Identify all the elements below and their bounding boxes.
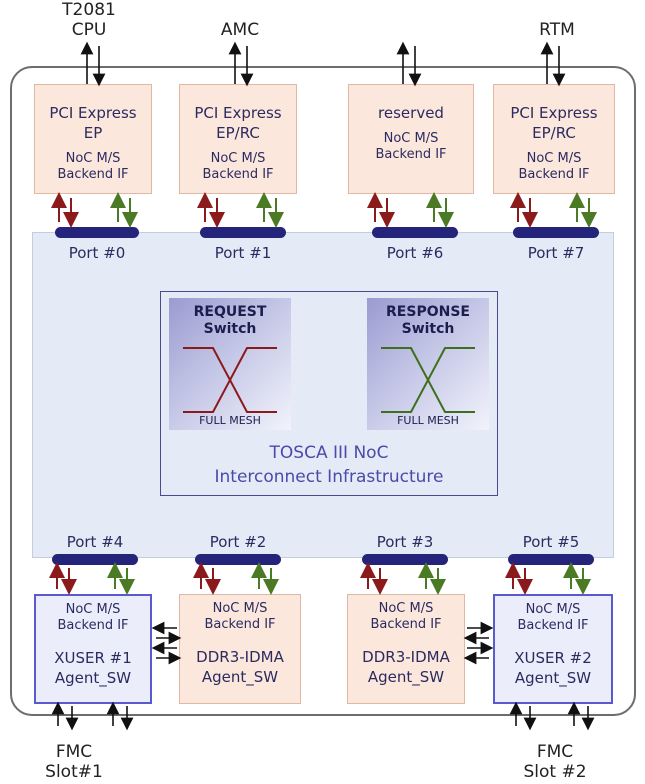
- port-7-bar: [513, 227, 599, 238]
- request-switch-title: REQUEST Switch: [193, 304, 267, 337]
- backend-if-label: NoC M/S Backend IF: [375, 131, 447, 162]
- ddr3-idma-block-2: NoC M/S Backend IF DDR3-IDMA Agent_SW: [347, 594, 465, 704]
- agent-label: Agent_SW: [367, 668, 445, 686]
- backend-if-label: NoC M/S Backend IF: [202, 151, 274, 182]
- port-5-bar: [508, 554, 594, 565]
- backend-if-label: NoC M/S Backend IF: [517, 602, 589, 633]
- backend-if-label: NoC M/S Backend IF: [370, 601, 442, 632]
- response-switch-title: RESPONSE Switch: [386, 304, 470, 337]
- block-title: XUSER #2: [514, 649, 592, 667]
- port-3-bar: [362, 554, 448, 565]
- response-mesh-graphic: [381, 347, 475, 413]
- port-3-label: Port #3: [376, 533, 434, 551]
- amc-label: AMC: [220, 20, 260, 40]
- reserved-block: reserved NoC M/S Backend IF: [348, 84, 474, 194]
- port-arrows-top: [51, 192, 597, 228]
- block-title: reserved: [378, 104, 444, 122]
- agent-label: Agent_SW: [514, 669, 592, 687]
- ddr3-idma-block-1: NoC M/S Backend IF DDR3-IDMA Agent_SW: [179, 594, 301, 704]
- fmc-slot2-label: FMC Slot #2: [523, 742, 587, 782]
- pcie-eprc-block-rtm: PCI Express EP/RC NoC M/S Backend IF: [493, 84, 615, 194]
- backend-if-label: NoC M/S Backend IF: [204, 601, 276, 632]
- external-arrows-top: [80, 41, 566, 87]
- external-arrows-bottom: [51, 701, 595, 731]
- port-4-bar: [52, 554, 138, 565]
- agent-label: Agent_SW: [201, 668, 279, 686]
- port-7-label: Port #7: [527, 244, 585, 262]
- request-switch-sub: FULL MESH: [199, 414, 261, 427]
- port-1-label: Port #1: [214, 244, 272, 262]
- backend-if-label: NoC M/S Backend IF: [57, 602, 129, 633]
- request-mesh-graphic: [183, 347, 277, 413]
- agent-label: Agent_SW: [54, 669, 132, 687]
- horizontal-link-arrows: [151, 621, 494, 665]
- port-2-label: Port #2: [209, 533, 267, 551]
- fmc-slot1-label: FMC Slot#1: [45, 742, 103, 782]
- response-switch-sub: FULL MESH: [397, 414, 459, 427]
- port-4-label: Port #4: [66, 533, 124, 551]
- port-2-bar: [195, 554, 281, 565]
- backend-if-label: NoC M/S Backend IF: [57, 151, 129, 182]
- xuser2-block: NoC M/S Backend IF XUSER #2 Agent_SW: [493, 594, 613, 704]
- block-title: DDR3-IDMA: [362, 648, 450, 666]
- port-0-label: Port #0: [68, 244, 126, 262]
- pcie-ep-block: PCI Express EP NoC M/S Backend IF: [34, 84, 152, 194]
- block-title: XUSER #1: [54, 649, 132, 667]
- block-title: DDR3-IDMA: [196, 648, 284, 666]
- port-5-label: Port #5: [522, 533, 580, 551]
- port-6-bar: [372, 227, 458, 238]
- block-title: PCI Express: [510, 104, 598, 122]
- xuser1-block: NoC M/S Backend IF XUSER #1 Agent_SW: [34, 594, 152, 704]
- cpu-label: T2081 CPU: [62, 0, 116, 40]
- block-subtitle: EP: [83, 124, 103, 142]
- request-switch: REQUEST Switch FULL MESH: [169, 298, 291, 430]
- backend-if-label: NoC M/S Backend IF: [518, 151, 590, 182]
- block-title: PCI Express: [194, 104, 282, 122]
- pcie-eprc-block-amc: PCI Express EP/RC NoC M/S Backend IF: [179, 84, 297, 194]
- block-subtitle: EP/RC: [532, 124, 576, 142]
- switch-container: [160, 291, 498, 496]
- noc-title: TOSCA III NoC Interconnect Infrastructur…: [214, 443, 444, 487]
- port-0-bar: [55, 227, 139, 238]
- response-switch: RESPONSE Switch FULL MESH: [367, 298, 489, 430]
- port-6-label: Port #6: [386, 244, 444, 262]
- port-1-bar: [200, 227, 286, 238]
- rtm-label: RTM: [539, 20, 575, 40]
- block-title: PCI Express: [49, 104, 137, 122]
- port-arrows-bottom: [49, 562, 591, 595]
- block-subtitle: EP/RC: [216, 124, 260, 142]
- noc-region: [32, 232, 614, 558]
